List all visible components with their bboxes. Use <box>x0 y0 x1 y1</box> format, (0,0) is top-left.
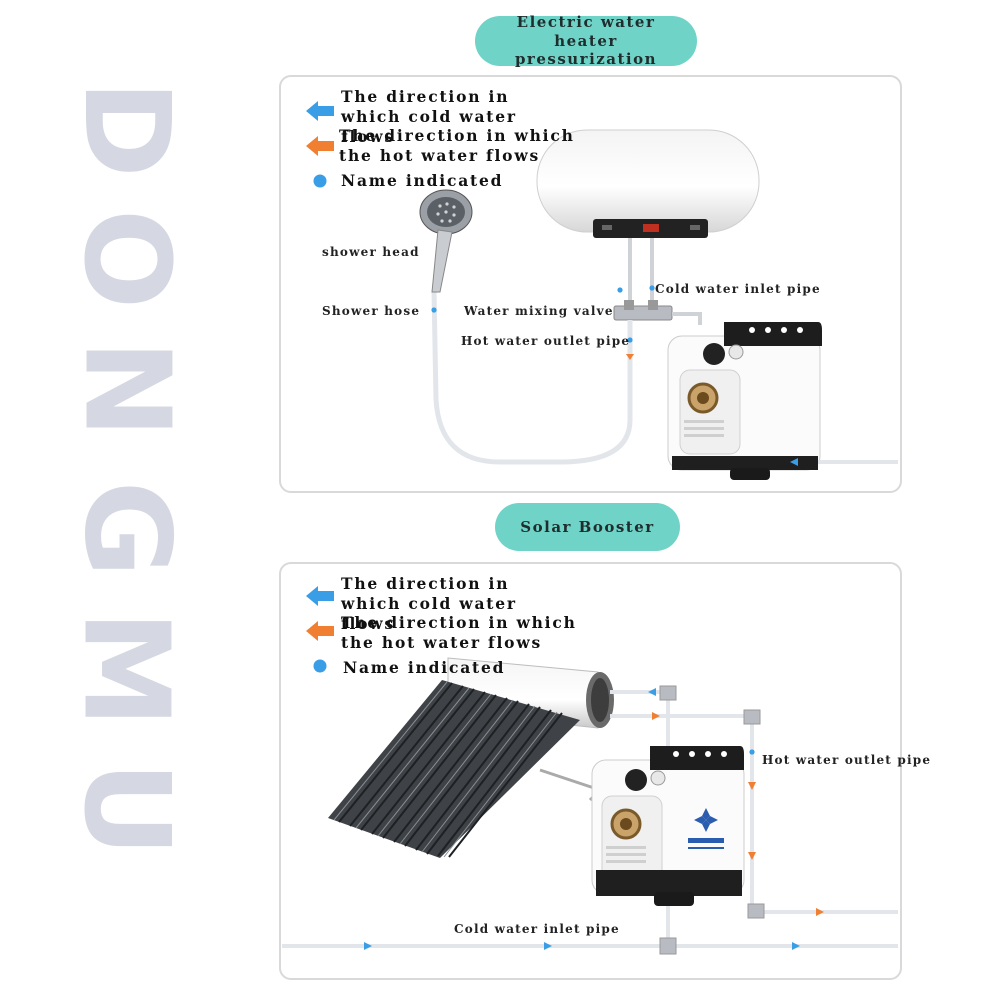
booster-pump-icon <box>592 746 744 906</box>
legend-name-text-2: Name indicated <box>343 658 505 678</box>
arrow-left-hot-icon <box>306 621 334 641</box>
dot-hot-outlet-2 <box>749 749 754 754</box>
arrow-left-cold-icon <box>306 586 334 606</box>
solar-heater-icon <box>328 658 614 858</box>
dot-name-icon <box>314 660 327 673</box>
label-cold-water-inlet-pipe-2: Cold water inlet pipe <box>454 922 620 936</box>
legend-hot-text-2: The direction in which the hot water flo… <box>341 613 581 653</box>
label-hot-water-outlet-pipe-2: Hot water outlet pipe <box>762 753 931 767</box>
